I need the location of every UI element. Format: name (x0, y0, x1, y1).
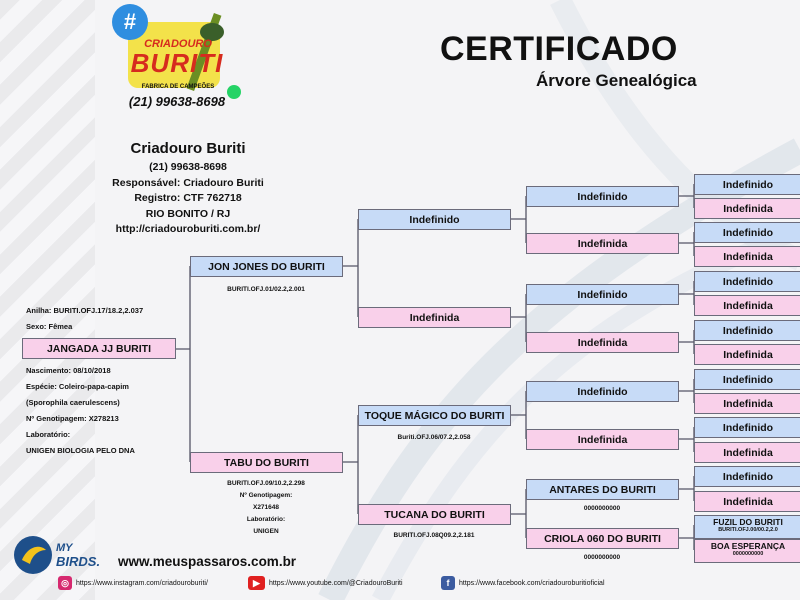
subject-sex: Sexo: Fêmea (26, 322, 73, 331)
gen4-box-boa-esperanca[interactable]: BOA ESPERANÇA 0000000000 (694, 539, 800, 563)
subject-species: Espécie: Coleiro-papa-capim (26, 382, 129, 391)
breeder-name: Criadouro Buriti (130, 140, 246, 157)
gen3-box[interactable]: Indefinida (526, 332, 679, 353)
mybirds-bottom: BIRDS. (56, 554, 101, 569)
subject-genotyping: Nº Genotipagem: X278213 (26, 414, 119, 423)
gen4-boa-name: BOA ESPERANÇA (710, 541, 786, 551)
gen4-box[interactable]: Indefinida (694, 344, 800, 365)
certificate-header: CERTIFICADO Árvore Genealógica (440, 30, 800, 91)
mybirds-top: MY (56, 542, 73, 554)
subject-lab-label: Laboratório: (26, 430, 71, 439)
gen3-box[interactable]: Indefinido (526, 186, 679, 207)
gen4-boa-ring: 0000000000 (732, 551, 764, 557)
mybirds-logo: MY BIRDS. (12, 534, 112, 576)
grandparent-fm-box[interactable]: Indefinida (358, 307, 511, 328)
breeder-registry: Registro: CTF 762718 (134, 192, 242, 204)
gen4-box[interactable]: Indefinido (694, 174, 800, 195)
footer-url-link[interactable]: www.meuspassaros.com.br (118, 554, 297, 569)
instagram-link[interactable]: ◎ https://www.instagram.com/criadourobur… (58, 572, 208, 594)
gen3-box[interactable]: Indefinido (526, 381, 679, 402)
logo-line2: BURITI (130, 48, 224, 78)
mother-geno: X271648 (252, 504, 280, 511)
logo-line1: CRIADOURO (144, 38, 212, 50)
gen3-box[interactable]: Indefinida (526, 233, 679, 254)
breeder-phone: (21) 99638-8698 (149, 161, 227, 173)
gen3-box[interactable]: Indefinida (526, 429, 679, 450)
grandparent-mf-box[interactable]: TOQUE MÁGICO DO BURITI (358, 405, 511, 426)
breeder-city: RIO BONITO / RJ (145, 207, 231, 220)
mother-ring: BURITI.OFJ.09/10.2,2.298 (227, 480, 305, 487)
facebook-link[interactable]: f https://www.facebook.com/criadouroburi… (441, 572, 605, 594)
subject-name-box[interactable]: JANGADA JJ BURITI (22, 338, 176, 359)
father-box[interactable]: JON JONES DO BURITI (190, 256, 343, 277)
gen4-box-fuzil[interactable]: FUZIL DO BURITI BURITI.OFJ.00/00.2,2.0 (694, 515, 800, 539)
gen4-box[interactable]: Indefinido (694, 271, 800, 292)
logo-hash: # (124, 9, 136, 34)
gen4-fuzil-name: FUZIL DO BURITI (713, 517, 783, 527)
breeder-site-link[interactable]: http://criadouroburiti.com.br/ (115, 223, 261, 235)
gen3-box[interactable]: Indefinido (526, 284, 679, 305)
subject-scientific-name: (Sporophila caerulescens) (26, 398, 120, 407)
grandparent-ff-box[interactable]: Indefinido (358, 209, 511, 230)
page-title: CERTIFICADO (440, 30, 678, 68)
mother-geno-label: Nº Genotipagem: (239, 492, 293, 499)
logo-phone: (21) 99638-8698 (128, 94, 226, 109)
logo-tagline: FABRICA DE CAMPEÕES (141, 84, 215, 90)
subject-lab: UNIGEN BIOLOGIA PELO DNA (26, 446, 135, 455)
gen3-box[interactable]: ANTARES DO BURITI (526, 479, 679, 500)
facebook-icon: f (441, 576, 455, 590)
breeder-info: Criadouro Buriti (21) 99638-8698 Respons… (88, 138, 288, 238)
gen4-box[interactable]: Indefinida (694, 491, 800, 512)
gen4-box[interactable]: Indefinido (694, 369, 800, 390)
gen4-box[interactable]: Indefinida (694, 393, 800, 414)
gen4-box[interactable]: Indefinido (694, 417, 800, 438)
subject-birth: Nascimento: 08/10/2018 (26, 366, 111, 375)
gen4-fuzil-ring: BURITI.OFJ.00/00.2,2.0 (718, 527, 778, 533)
grandparent-mm-ring: BURITI.OFJ.08Q09.2,2.181 (393, 532, 475, 539)
grandparent-mm-box[interactable]: TUCANA DO BURITI (358, 504, 511, 525)
father-ring: BURITI.OFJ.01/02.2,2.001 (227, 286, 305, 293)
gen3-box[interactable]: CRIOLA 060 DO BURITI (526, 528, 679, 549)
facebook-url: https://www.facebook.com/criadouroburiti… (459, 579, 605, 587)
mother-box[interactable]: TABU DO BURITI (190, 452, 343, 473)
gen4-box[interactable]: Indefinido (694, 466, 800, 487)
gen4-box[interactable]: Indefinido (694, 320, 800, 341)
background-pattern (0, 0, 95, 600)
youtube-icon: ▶ (248, 576, 265, 590)
grandparent-mf-ring: Buriti.OFJ.06/07.2,2.058 (397, 434, 471, 441)
mother-lab-label: Laboratório: (246, 516, 286, 523)
page-subtitle: Árvore Genealógica (536, 71, 697, 90)
youtube-url: https://www.youtube.com/@CriadouroBuriti (269, 579, 403, 587)
breeder-responsible: Responsável: Criadouro Buriti (112, 176, 264, 189)
youtube-link[interactable]: ▶ https://www.youtube.com/@CriadouroBuri… (248, 572, 403, 594)
mother-lab: UNIGEN (253, 528, 279, 535)
subject-ring: Anilha: BURITI.OFJ.17/18.2,2.037 (26, 306, 144, 315)
gen4-box[interactable]: Indefinida (694, 442, 800, 463)
breeder-logo: # CRIADOURO BURITI FABRICA DE CAMPEÕES (… (100, 2, 242, 114)
gen4-box[interactable]: Indefinida (694, 295, 800, 316)
gen3-ring: 0000000000 (583, 554, 621, 561)
instagram-icon: ◎ (58, 576, 72, 590)
gen4-box[interactable]: Indefinida (694, 198, 800, 219)
gen4-box[interactable]: Indefinido (694, 222, 800, 243)
gen4-box[interactable]: Indefinida (694, 246, 800, 267)
instagram-url: https://www.instagram.com/criadouroburit… (76, 579, 208, 587)
gen3-ring: 0000000000 (583, 505, 621, 512)
